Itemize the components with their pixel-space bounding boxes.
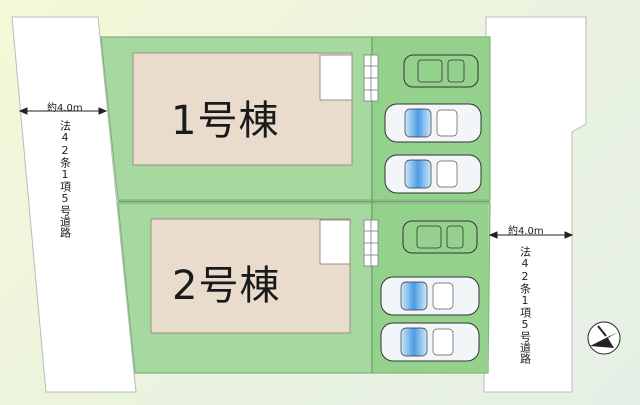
blue-car-3 [380,276,480,316]
left-road-name: 法42条1項5号道路 [58,120,72,238]
right-road-width-arrow [488,231,574,239]
outline-car-1 [403,54,479,88]
left-road-width-arrow [18,107,108,115]
outline-car-2 [402,220,478,254]
right-road-width-label: 約4.0m [508,226,544,237]
blue-car-1 [384,103,482,143]
house-2-footprint [150,218,351,334]
entrance-steps-2 [363,219,379,267]
house-1-label: 1号棟 [171,98,280,144]
blue-car-4 [380,322,480,362]
house-1-footprint [132,52,353,166]
right-road [483,16,587,393]
entrance-steps-1 [363,54,379,102]
house-2-label: 2号棟 [172,263,281,309]
house-1-annex [319,54,353,101]
house-2-annex [319,219,351,265]
right-road-name: 法42条1項5号道路 [518,246,532,364]
left-road-width-label: 約4.0m [47,103,83,114]
blue-car-2 [384,154,482,194]
north-arrow-icon [587,321,621,355]
